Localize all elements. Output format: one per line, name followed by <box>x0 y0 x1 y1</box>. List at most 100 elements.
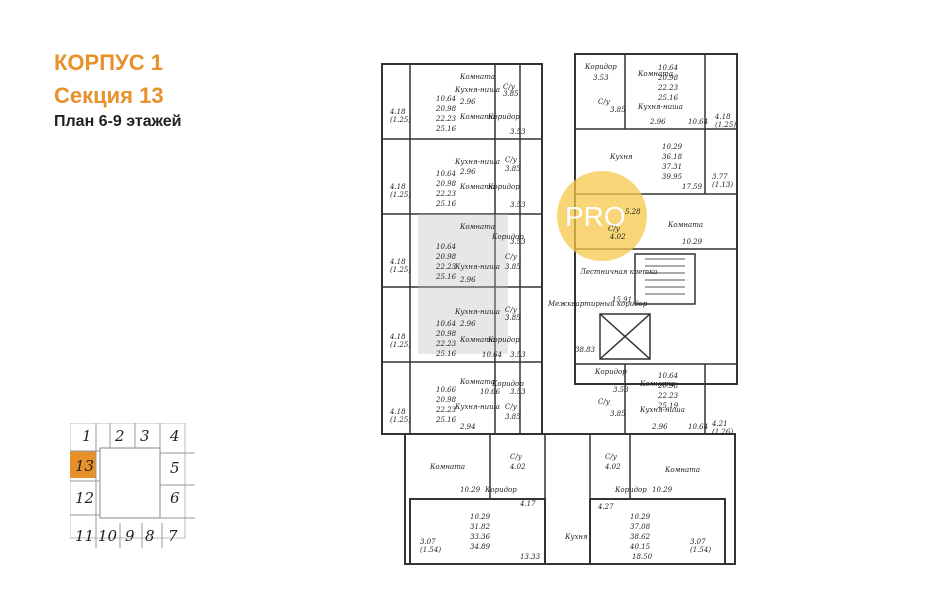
dim-label: 3.85 <box>610 410 626 418</box>
room-label: Коридор <box>491 233 524 241</box>
room-label: С/у <box>598 398 611 406</box>
dim-label: 10.66 <box>480 388 501 396</box>
area-value: 31.82 <box>470 523 491 531</box>
room-label: Комната <box>664 466 700 474</box>
area-value: 10.29 <box>662 143 683 151</box>
area-value: 20.98 <box>435 330 457 338</box>
room-label: Коридор <box>594 368 627 376</box>
balcony-label: (1.25) <box>390 266 411 274</box>
dim-label: 10.29 <box>460 486 481 494</box>
dim-label: 2.96 <box>459 320 476 328</box>
area-value: 36.18 <box>662 153 683 161</box>
area-value: 25.16 <box>435 273 457 281</box>
dim-label: 13.33 <box>520 553 541 561</box>
room-label: Комната <box>459 183 495 191</box>
watermark-shape <box>418 214 508 354</box>
dim-label: 15.91 <box>612 296 632 304</box>
key-cell-5: 5 <box>170 459 180 477</box>
area-value: 10.29 <box>630 513 651 521</box>
dim-label: 3.07 <box>690 538 706 546</box>
dim-label: 3.53 <box>593 74 609 82</box>
area-value: 25.16 <box>435 125 457 133</box>
dim-label: 2.96 <box>459 276 476 284</box>
dim-label: 3.53 <box>510 128 526 136</box>
area-value: 20.98 <box>435 105 457 113</box>
key-cell-4: 4 <box>169 427 180 445</box>
area-value: 37.08 <box>630 523 651 531</box>
room-label: Коридор <box>487 183 520 191</box>
dim-label: 4.18 <box>389 183 406 191</box>
balcony-label: (1.26) <box>712 428 733 436</box>
area-value: 25.16 <box>435 200 457 208</box>
room-label: Коридор <box>484 486 517 494</box>
dim-label: 4.02 <box>604 463 621 471</box>
room-label: Комната <box>459 336 495 344</box>
area-value: 37.31 <box>662 163 682 171</box>
area-value: 22.23 <box>435 340 457 348</box>
dim-label: 3.53 <box>510 238 526 246</box>
area-value: 20.98 <box>435 253 457 261</box>
area-value: 22.23 <box>435 190 457 198</box>
room-label: Комната <box>429 463 465 471</box>
balcony-label: (1.25) <box>390 191 411 199</box>
dim-label: 3.85 <box>505 165 521 173</box>
area-value: 20.98 <box>657 74 679 82</box>
balcony-label: (1.54) <box>420 546 441 554</box>
room-label: Кухня <box>564 533 588 541</box>
room-label: Кухня-ниша <box>454 308 500 316</box>
area-value: 20.98 <box>435 396 457 404</box>
dim-label: 10.64 <box>482 351 502 359</box>
area-value: 40.15 <box>629 543 651 551</box>
dim-label: 3.53 <box>510 201 526 209</box>
dim-label: 5.28 <box>625 208 641 216</box>
dim-label: 3.53 <box>613 386 629 394</box>
key-cell-9: 9 <box>125 527 135 545</box>
dim-label: 4.18 <box>389 258 406 266</box>
dim-label: 10.64 <box>688 423 708 431</box>
dim-label: 4.02 <box>609 233 626 241</box>
room-label: Коридор <box>487 336 520 344</box>
area-value: 10.64 <box>436 320 456 328</box>
section-key-map: 1 2 3 4 13 5 12 6 11 10 9 8 7 <box>70 423 195 548</box>
dim-label: 2.96 <box>459 168 476 176</box>
area-value: 25.16 <box>435 416 457 424</box>
area-value: 38.62 <box>630 533 651 541</box>
area-value: 10.64 <box>658 64 678 72</box>
area-value: 22.23 <box>435 263 457 271</box>
balcony-label: (1.25) <box>390 341 411 349</box>
area-value: 20.98 <box>435 180 457 188</box>
room-label: Коридор <box>584 63 617 71</box>
dim-label: 38.83 <box>575 346 596 354</box>
area-value: 25.16 <box>435 350 457 358</box>
room-label: Кухня <box>609 153 633 161</box>
room-label: Комната <box>639 380 675 388</box>
room-label: Лестничная клетка <box>579 268 657 276</box>
dim-label: 3.77 <box>712 173 728 181</box>
area-value: 25.19 <box>657 402 679 410</box>
area-value: 33.36 <box>470 533 491 541</box>
area-value: 10.64 <box>436 95 456 103</box>
dim-label: 2.96 <box>459 98 476 106</box>
key-cell-2: 2 <box>114 427 125 445</box>
section-13-highlight <box>70 451 96 478</box>
room-label: Комната <box>459 113 495 121</box>
room-label: С/у <box>608 225 621 233</box>
key-cell-3: 3 <box>140 427 150 445</box>
room-label: Коридор <box>487 113 520 121</box>
balcony-label: (1.54) <box>690 546 711 554</box>
room-label: Коридор <box>491 380 524 388</box>
key-cell-7: 7 <box>168 527 178 545</box>
area-value: 20.98 <box>657 382 679 390</box>
room-label: Кухня-ниша <box>454 158 500 166</box>
room-label: Межквартирный коридор <box>547 300 648 308</box>
dim-label: 10.29 <box>652 486 673 494</box>
room-label: С/у <box>505 306 518 314</box>
dim-label: 3.85 <box>505 314 521 322</box>
room-label: С/у <box>505 403 518 411</box>
room-label: Комната <box>667 221 703 229</box>
area-value: 22.23 <box>435 406 457 414</box>
room-label: С/у <box>510 453 523 461</box>
dim-label: 4.18 <box>389 333 406 341</box>
floors-subtitle: План 6-9 этажей <box>54 113 182 130</box>
key-cell-13: 13 <box>75 457 94 475</box>
